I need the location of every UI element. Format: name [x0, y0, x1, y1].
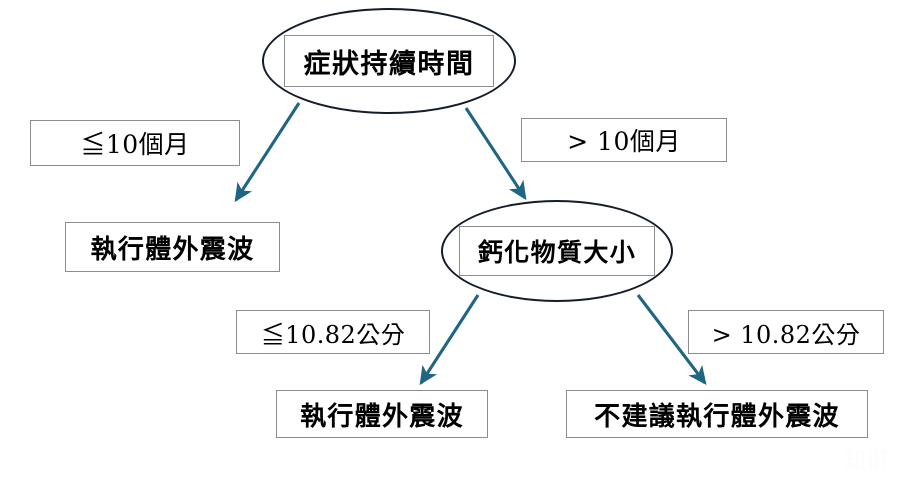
edge-label-le-10-months: ≦10個月 — [30, 120, 240, 166]
decision-node-calcification-size[interactable]: 鈣化物質大小 — [441, 200, 673, 302]
decision-node-symptom-duration[interactable]: 症狀持續時間 — [262, 8, 516, 114]
decision-node-calcification-size-label: 鈣化物質大小 — [459, 226, 655, 276]
edge-label-gt-10-82-cm: > 10.82公分 — [688, 310, 884, 354]
edge-label-gt-10-months: > 10個月 — [521, 118, 727, 162]
edge-label-le-10-82-cm: ≦10.82公分 — [236, 310, 430, 354]
watermark: 知识 — [843, 448, 888, 473]
edge-root-to-calcification — [464, 107, 527, 201]
outcome-node-perform-eswt-mid[interactable]: 執行體外震波 — [276, 390, 488, 438]
decision-node-symptom-duration-label: 症狀持續時間 — [284, 35, 494, 87]
outcome-node-perform-eswt-left[interactable]: 執行體外震波 — [65, 222, 280, 272]
edge-root-to-leaf-left — [234, 102, 301, 203]
outcome-node-not-recommend-eswt[interactable]: 不建議執行體外震波 — [566, 390, 868, 438]
